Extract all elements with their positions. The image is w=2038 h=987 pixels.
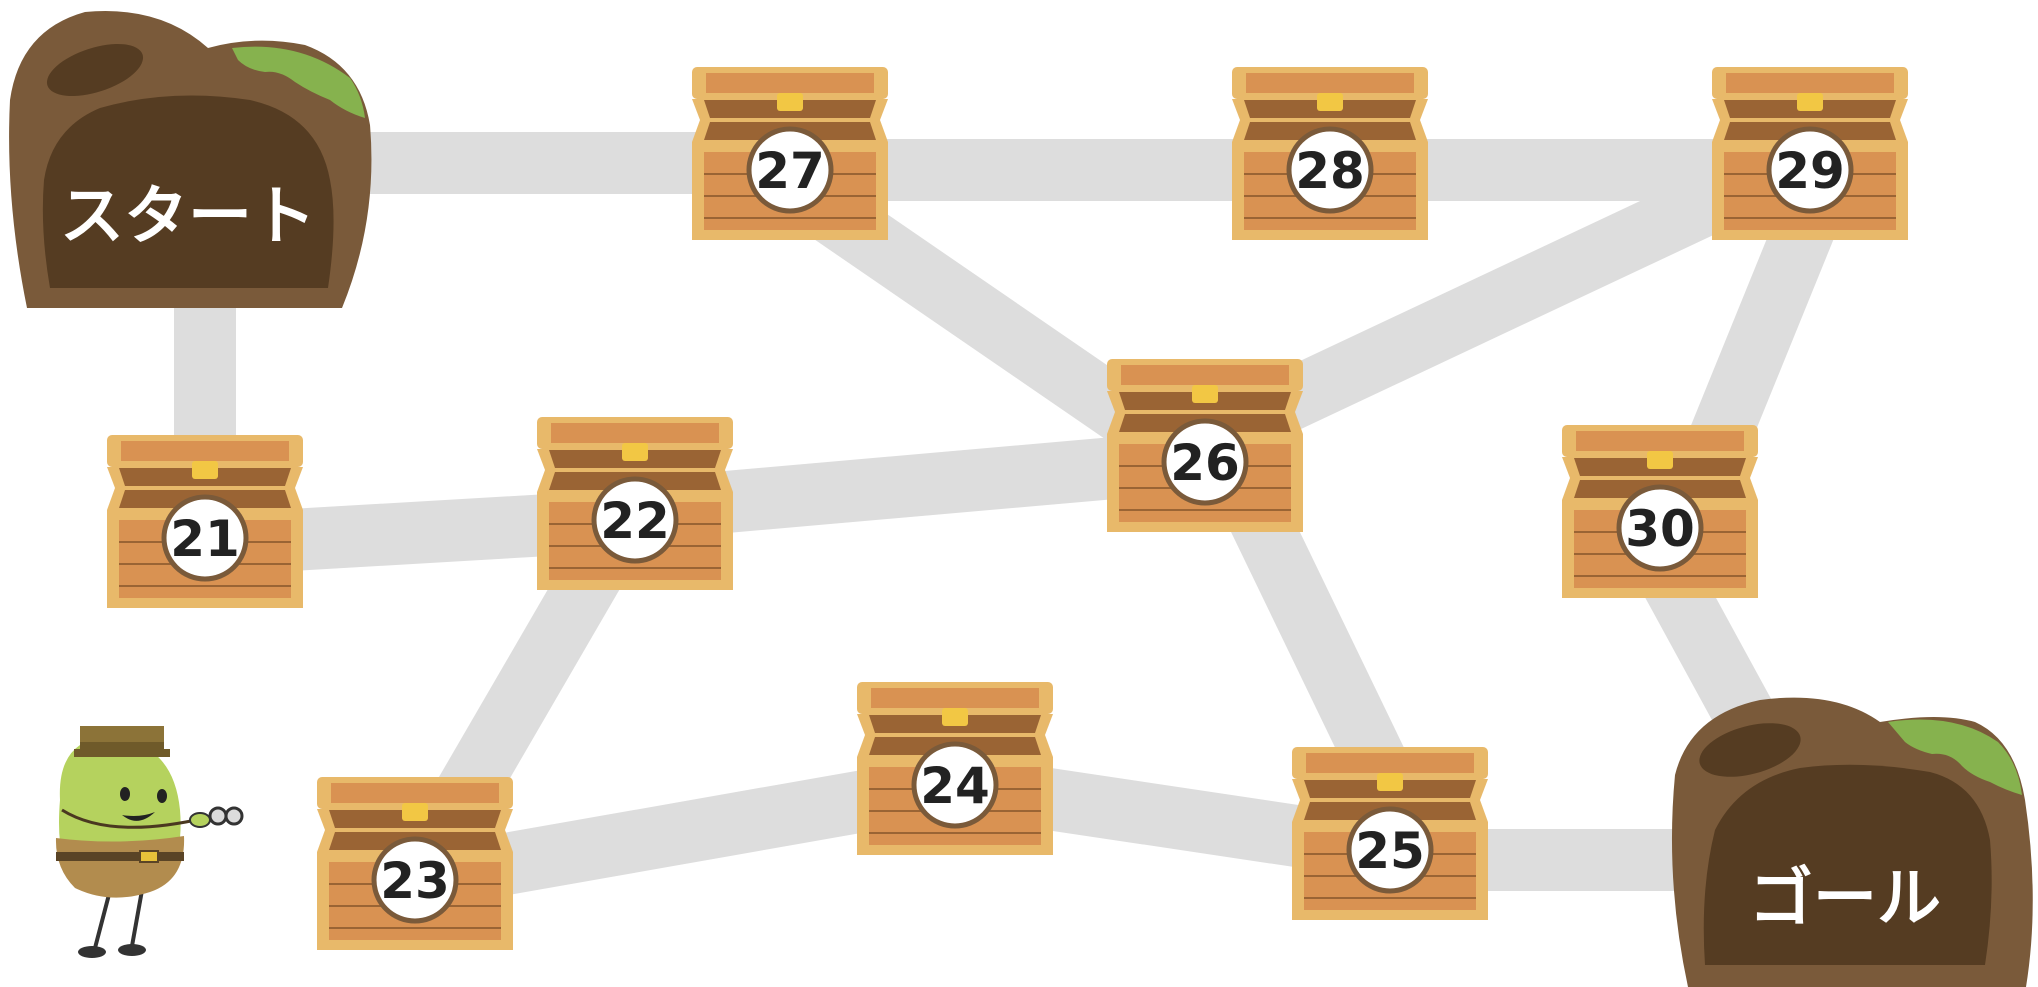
chest-number: 30 bbox=[1625, 500, 1695, 558]
chest-clasp-icon bbox=[1377, 773, 1403, 791]
moss-icon bbox=[232, 46, 365, 118]
chest-21[interactable]: 21 bbox=[107, 435, 303, 608]
chest-number-badge bbox=[1161, 418, 1249, 506]
chest-number-badge bbox=[161, 494, 249, 582]
treasure-chests: 21 22 23 24 25 26 27 28 29 30 bbox=[107, 67, 1908, 950]
chest-lid-panel bbox=[331, 783, 499, 803]
binoculars-icon bbox=[189, 806, 244, 828]
chest-clasp-icon bbox=[1317, 93, 1343, 111]
path-26-29 bbox=[1191, 131, 1814, 469]
chest-number-badge bbox=[591, 476, 679, 564]
chest-clasp-icon bbox=[402, 803, 428, 821]
start-cave-opening bbox=[42, 95, 334, 288]
chest-number: 23 bbox=[380, 852, 450, 910]
left-eye bbox=[120, 787, 130, 801]
chest-number: 29 bbox=[1775, 142, 1845, 200]
chest-29[interactable]: 29 bbox=[1712, 67, 1908, 240]
goal-cave: ゴール bbox=[1671, 697, 2033, 987]
right-shoe bbox=[118, 944, 146, 956]
chest-22[interactable]: 22 bbox=[537, 417, 733, 590]
cave-shine bbox=[46, 43, 144, 97]
chest-number-badge bbox=[746, 126, 834, 214]
right-eye bbox=[157, 789, 167, 803]
path-26-25 bbox=[1222, 486, 1418, 804]
chest-number: 26 bbox=[1170, 434, 1240, 492]
chest-clasp-icon bbox=[622, 443, 648, 461]
explorer-character bbox=[55, 726, 244, 958]
chest-lid-panel bbox=[1306, 753, 1474, 773]
chest-number: 21 bbox=[170, 510, 240, 568]
chest-number: 25 bbox=[1355, 822, 1425, 880]
mouth bbox=[122, 812, 155, 821]
chest-27[interactable]: 27 bbox=[692, 67, 888, 240]
left-shoe bbox=[78, 946, 106, 958]
hat-band bbox=[80, 742, 164, 750]
chest-number: 24 bbox=[920, 757, 990, 815]
start-label: スタート bbox=[60, 180, 316, 254]
chest-lid-panel bbox=[1726, 73, 1894, 93]
chest-clasp-icon bbox=[192, 461, 218, 479]
chest-number-badge bbox=[1616, 484, 1704, 572]
belt bbox=[56, 852, 184, 861]
chest-number-badge bbox=[911, 741, 999, 829]
chest-number-badge bbox=[1286, 126, 1374, 214]
coat bbox=[55, 836, 185, 898]
chest-lid-panel bbox=[1246, 73, 1414, 93]
chest-number: 28 bbox=[1295, 142, 1365, 200]
moss-icon bbox=[1888, 719, 2022, 795]
chest-25[interactable]: 25 bbox=[1292, 747, 1488, 920]
chest-number-badge bbox=[1766, 126, 1854, 214]
chest-clasp-icon bbox=[1647, 451, 1673, 469]
strap bbox=[61, 808, 206, 829]
chest-lid-panel bbox=[1576, 431, 1744, 451]
chest-28[interactable]: 28 bbox=[1232, 67, 1428, 240]
hat-brim bbox=[74, 749, 170, 757]
chest-clasp-icon bbox=[942, 708, 968, 726]
belt-buckle bbox=[139, 850, 159, 863]
chest-lid-panel bbox=[121, 441, 289, 461]
cave-shine bbox=[1699, 723, 1801, 777]
chest-clasp-icon bbox=[1192, 385, 1218, 403]
goal-cave-opening bbox=[1703, 764, 1992, 965]
chest-lid-panel bbox=[871, 688, 1039, 708]
chest-23[interactable]: 23 bbox=[317, 777, 513, 950]
chest-number: 22 bbox=[600, 492, 670, 550]
chest-26[interactable]: 26 bbox=[1107, 359, 1303, 532]
chest-number-badge bbox=[371, 836, 459, 924]
chest-number-badge bbox=[1346, 806, 1434, 894]
chest-lid-panel bbox=[551, 423, 719, 443]
goal-label: ゴール bbox=[1749, 862, 1941, 936]
start-cave: スタート bbox=[9, 11, 372, 309]
chest-number: 27 bbox=[755, 142, 825, 200]
chest-lid-panel bbox=[1121, 365, 1289, 385]
chest-clasp-icon bbox=[777, 93, 803, 111]
chest-24[interactable]: 24 bbox=[857, 682, 1053, 855]
chest-lid-panel bbox=[706, 73, 874, 93]
chest-30[interactable]: 30 bbox=[1562, 425, 1758, 598]
chest-clasp-icon bbox=[1797, 93, 1823, 111]
